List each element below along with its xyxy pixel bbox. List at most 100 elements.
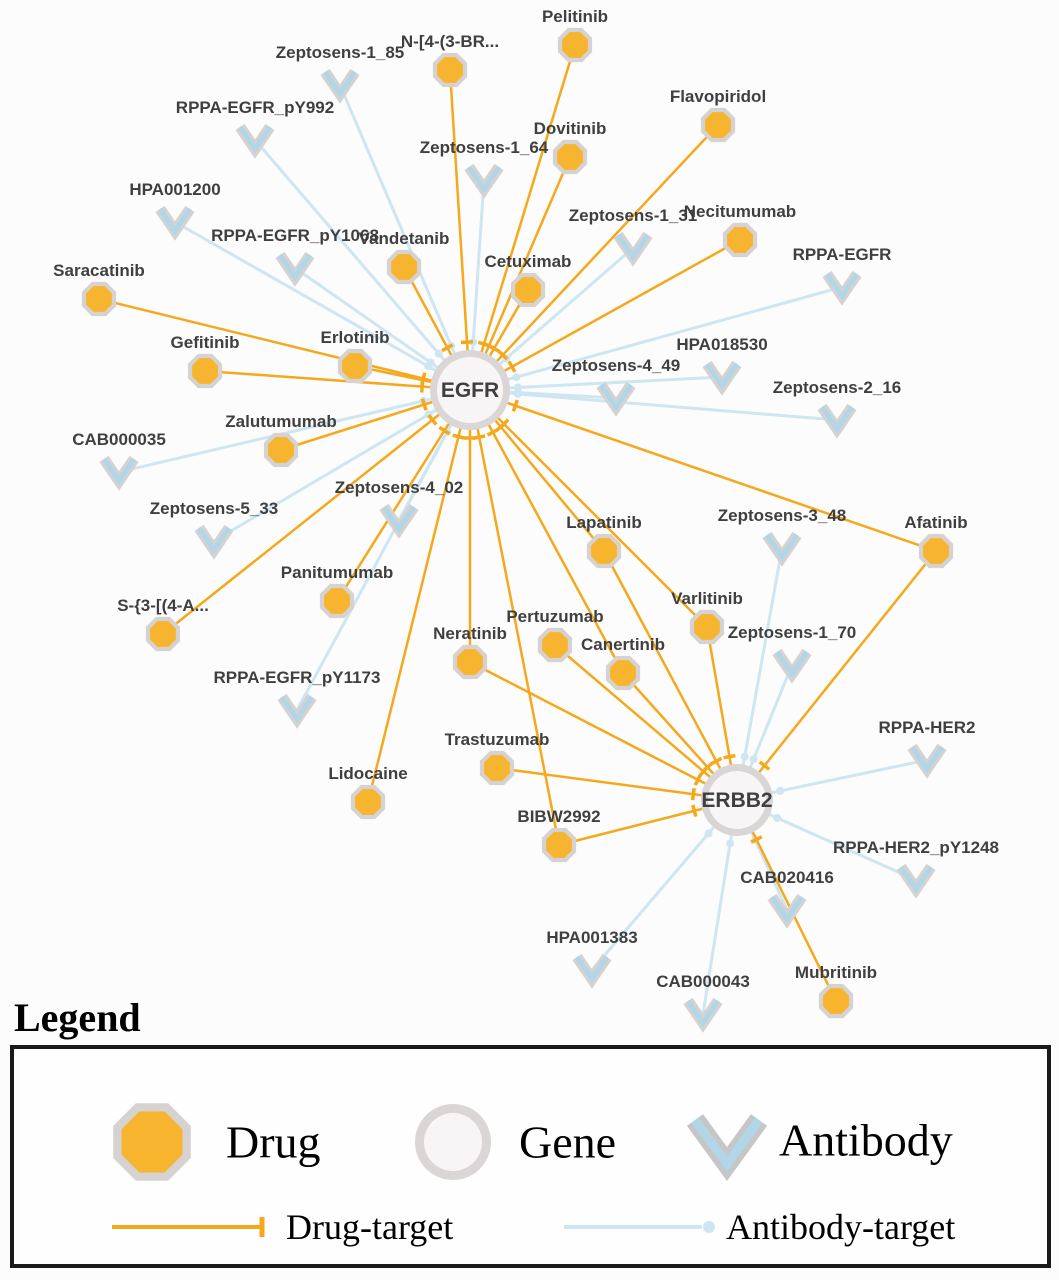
antibody-target-dot <box>773 813 782 822</box>
antibody-target-dot <box>426 358 435 367</box>
edge-egfr-afatinib <box>469 388 937 553</box>
antibody-target-line-icon <box>564 1221 715 1233</box>
node-necitumumab <box>722 222 758 258</box>
edge-erbb2-zeptosens-3-48 <box>735 547 784 801</box>
node-lidocaine <box>350 784 386 820</box>
drug-target-tee <box>750 835 763 844</box>
node-cab000035 <box>99 455 139 491</box>
edge-erbb2-hpa001383 <box>590 799 739 971</box>
node-lapatinib <box>586 533 622 569</box>
edge-egfr-zeptosens-2-16 <box>469 388 838 422</box>
edge-egfr-canertinib <box>468 389 625 674</box>
node-cab000043 <box>683 997 723 1033</box>
drug-target-tee <box>507 360 517 373</box>
edge-egfr-panitumumab <box>335 389 472 602</box>
drug-target-tee <box>690 788 696 801</box>
node-zeptosens-2-16 <box>817 403 857 439</box>
legend-label-drug-target: Drug-target <box>286 1207 454 1247</box>
edge-egfr-hpa001200 <box>174 220 471 392</box>
edge-egfr-hpa018530 <box>469 375 723 392</box>
node-mubritinib <box>818 983 854 1019</box>
node-canertinib <box>605 655 641 691</box>
node-pelitinib <box>557 27 593 63</box>
label-egfr: EGFR <box>441 379 499 402</box>
label-canertinib: Canertinib <box>581 635 665 654</box>
edge-egfr-rppa-egfr-py1173 <box>295 389 472 711</box>
drug-target-tee <box>698 765 709 778</box>
legend-title: Legend <box>14 995 141 1040</box>
edge-erbb2-pertuzumab <box>554 644 738 801</box>
antibody-target-dot <box>726 839 735 848</box>
label-bibw2992: BIBW2992 <box>517 807 600 826</box>
node-zeptosens-3-48 <box>762 531 802 567</box>
edge-erbb2-trastuzumab <box>496 766 738 802</box>
label-gefitinib: Gefitinib <box>171 333 240 352</box>
drug-target-line-icon <box>112 1217 265 1237</box>
edge-egfr-cab000035 <box>118 388 471 474</box>
edge-erbb2-mubritinib <box>735 799 838 1002</box>
label-zeptosens-1-85: Zeptosens-1_85 <box>276 43 405 62</box>
label-hpa001200: HPA001200 <box>129 180 220 199</box>
edge-egfr-lidocaine <box>366 389 472 803</box>
edge-erbb2-cab000043 <box>701 799 739 1015</box>
drug-target-tee <box>488 343 501 354</box>
label-rppa-her2: RPPA-HER2 <box>879 718 976 737</box>
label-zeptosens-3-48: Zeptosens-3_48 <box>718 506 847 525</box>
node-bibw2992 <box>541 827 577 863</box>
drug-target-tee <box>438 425 451 436</box>
drug-target-tee <box>758 760 771 771</box>
node-flavopiridol <box>700 107 736 143</box>
node-zeptosens-5-33 <box>194 524 234 560</box>
label-neratinib: Neratinib <box>433 624 507 643</box>
drug-target-tee <box>691 804 698 818</box>
label-cab000035: CAB000035 <box>72 430 166 449</box>
node-rppa-her2 <box>907 743 947 779</box>
node-erlotinib <box>337 348 373 384</box>
drug-target-tee <box>723 753 736 760</box>
legend-label-antibody-target: Antibody-target <box>726 1207 956 1247</box>
label-lidocaine: Lidocaine <box>328 764 407 783</box>
drug-target-tee <box>710 756 723 766</box>
legend-label-gene: Gene <box>519 1116 617 1168</box>
edge-egfr-zeptosens-1-85 <box>338 84 472 391</box>
drug-target-tee <box>452 433 465 440</box>
drug-symbol-icon <box>113 1103 191 1181</box>
label-afatinib: Afatinib <box>904 513 967 532</box>
edge-erbb2-lapatinib <box>602 550 739 801</box>
node-vandetanib <box>386 249 422 285</box>
edge-egfr-flavopiridol <box>469 124 719 391</box>
label-varlitinib: Varlitinib <box>671 589 743 608</box>
node-trastuzumab <box>479 750 515 786</box>
label-rppa-egfr-py1068: RPPA-EGFR_pY1068 <box>211 226 379 245</box>
label-dovitinib: Dovitinib <box>534 119 607 138</box>
label-zeptosens-1-64: Zeptosens-1_64 <box>420 138 549 157</box>
node-zeptosens-4-49 <box>596 381 636 417</box>
node-zeptosens-1-31 <box>613 231 653 267</box>
label-s34a: S-{3-[(4-A... <box>117 596 209 615</box>
label-cab020416: CAB020416 <box>740 868 834 887</box>
node-zeptosens-1-70 <box>772 648 812 684</box>
legend-label-drug: Drug <box>226 1116 321 1168</box>
node-panitumumab <box>319 583 355 619</box>
node-cab020416 <box>767 893 807 929</box>
edge-egfr-pelitinib <box>468 44 577 391</box>
drug-target-tee <box>427 414 438 426</box>
edge-egfr-rppa-egfr-py992 <box>253 139 472 391</box>
label-flavopiridol: Flavopiridol <box>670 87 766 106</box>
node-rppa-her2-py1248 <box>896 863 936 899</box>
edge-egfr-gefitinib <box>204 369 471 392</box>
label-rppa-her2-py1248: RPPA-HER2_pY1248 <box>833 838 999 857</box>
antibody-target-dot <box>513 389 522 398</box>
edge-egfr-saracatinib <box>98 297 471 392</box>
node-rppa-egfr-py1173 <box>277 693 317 729</box>
edge-erbb2-neratinib <box>469 660 738 802</box>
edge-egfr-dovitinib <box>468 156 572 391</box>
drug-target-tee <box>420 373 426 387</box>
label-rppa-egfr-py992: RPPA-EGFR_pY992 <box>176 98 334 117</box>
label-zeptosens-1-70: Zeptosens-1_70 <box>728 623 857 642</box>
label-rppa-egfr: RPPA-EGFR <box>793 245 892 264</box>
node-hpa001200 <box>155 205 195 241</box>
node-s34a <box>145 616 181 652</box>
node-hpa001383 <box>572 953 612 989</box>
